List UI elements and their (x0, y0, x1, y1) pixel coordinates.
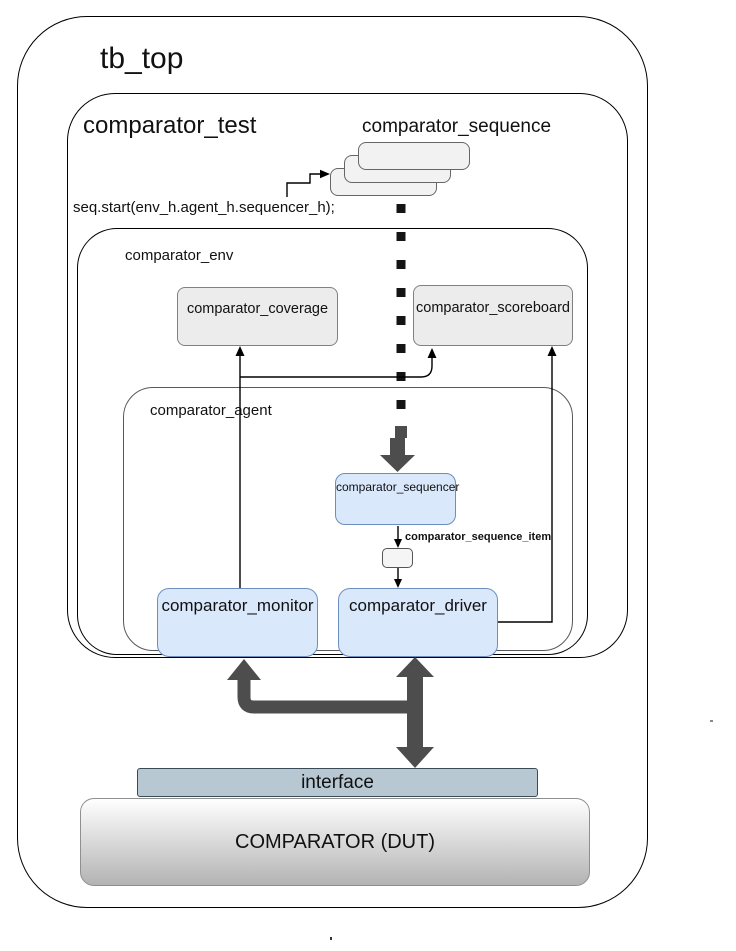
sequence-card-front (358, 142, 470, 170)
seq-start-code: seq.start(env_h.agent_h.sequencer_h); (73, 199, 335, 216)
comparator-scoreboard-box: comparator_scoreboard (413, 285, 573, 346)
comparator-sequence-label: comparator_sequence (362, 116, 552, 137)
comparator-env-label: comparator_env (125, 247, 234, 264)
tb-top-label: tb_top (100, 42, 184, 75)
comparator-monitor-box: comparator_monitor (157, 588, 318, 657)
sequence-item-label: comparator_sequence_item (405, 531, 552, 543)
stray-dot-right (710, 720, 713, 722)
comparator-env-container (77, 228, 588, 655)
comparator-test-container (67, 93, 628, 658)
stray-dot-bottom (330, 937, 332, 940)
comparator-coverage-box: comparator_coverage (177, 287, 338, 346)
comparator-dut-box: COMPARATOR (DUT) (80, 798, 590, 886)
comparator-test-label: comparator_test (83, 112, 257, 139)
comparator-driver-box: comparator_driver (338, 588, 498, 657)
interface-bar: interface (137, 768, 538, 797)
tb-top-container (17, 16, 648, 908)
comparator-sequencer-box: comparator_sequencer (335, 473, 459, 525)
sequence-item-box (382, 548, 413, 568)
comparator-agent-label: comparator_agent (150, 402, 272, 419)
